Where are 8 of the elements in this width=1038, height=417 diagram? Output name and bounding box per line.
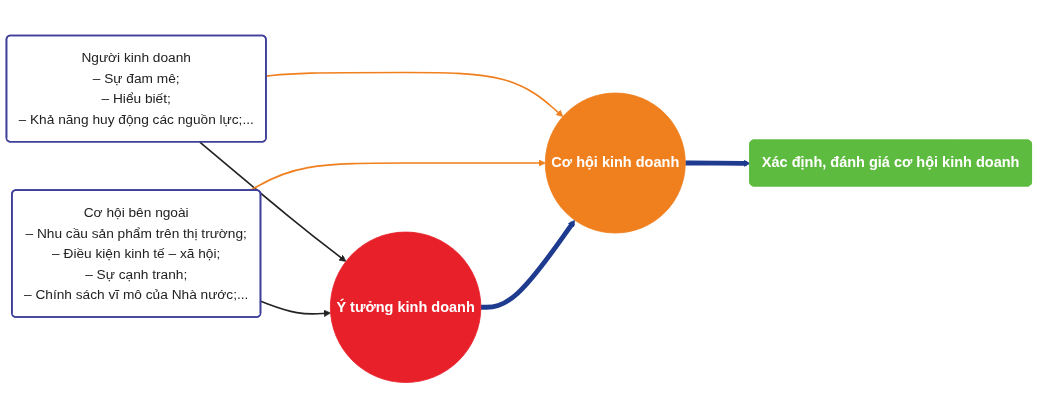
arrow bbox=[249, 159, 546, 191]
arrow bbox=[265, 71, 564, 117]
node-circle: Cơ hội kinh doanh bbox=[544, 92, 686, 233]
node-circle: Ý tưởng kinh doanh bbox=[329, 231, 482, 383]
arrow bbox=[685, 159, 751, 167]
arrow bbox=[199, 140, 347, 262]
arrow bbox=[260, 300, 331, 317]
arrow bbox=[480, 219, 576, 310]
